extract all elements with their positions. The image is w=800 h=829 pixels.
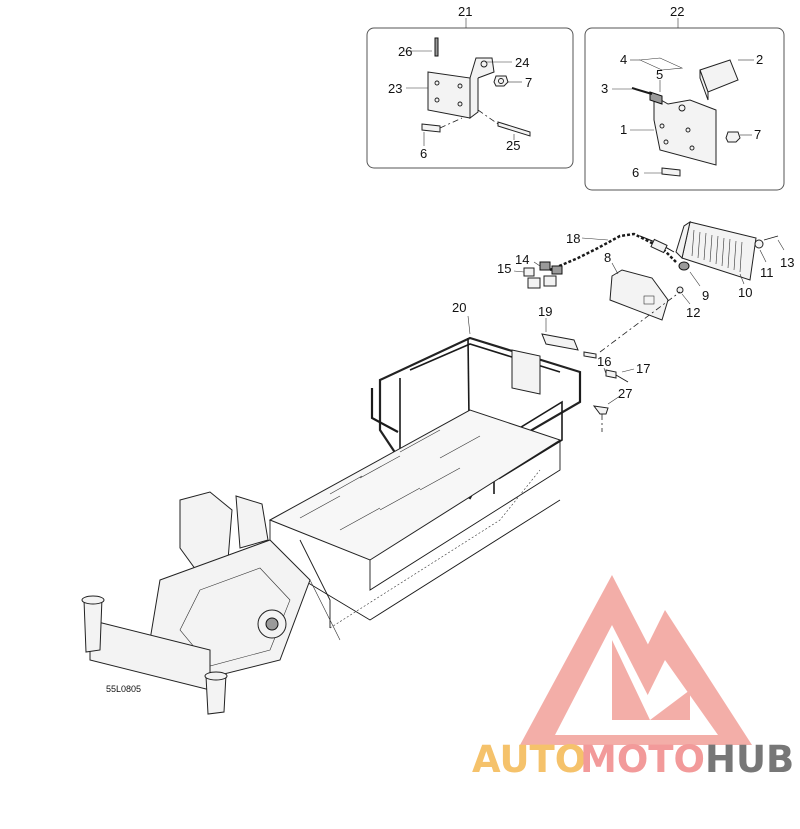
callout-27[interactable]: 27 bbox=[618, 386, 632, 401]
callout-23[interactable]: 23 bbox=[388, 81, 402, 96]
automotohub-logo bbox=[520, 575, 752, 745]
frame-and-cargo-rack bbox=[81, 336, 582, 715]
mount-hardware bbox=[541, 333, 629, 432]
callout-6-box22[interactable]: 6 bbox=[632, 165, 639, 180]
callout-3[interactable]: 3 bbox=[601, 81, 608, 96]
callout-2[interactable]: 2 bbox=[756, 52, 763, 67]
callout-13[interactable]: 13 bbox=[780, 255, 794, 270]
callout-26[interactable]: 26 bbox=[398, 44, 412, 59]
callout-14[interactable]: 14 bbox=[515, 252, 529, 267]
callout-8[interactable]: 8 bbox=[604, 250, 611, 265]
callout-1[interactable]: 1 bbox=[620, 122, 627, 137]
diagram-code: 55L0805 bbox=[106, 684, 141, 694]
callout-11[interactable]: 11 bbox=[760, 265, 774, 280]
tail-light-assembly bbox=[523, 220, 779, 353]
callout-7-box22[interactable]: 7 bbox=[754, 127, 761, 142]
bracket-assembly-21 bbox=[421, 37, 531, 137]
callout-21[interactable]: 21 bbox=[458, 4, 472, 19]
callout-20[interactable]: 20 bbox=[452, 300, 466, 315]
watermark-hub: HUB bbox=[705, 738, 794, 781]
callout-24[interactable]: 24 bbox=[515, 55, 529, 70]
callout-18[interactable]: 18 bbox=[566, 231, 580, 246]
watermark-auto: AUTO bbox=[472, 738, 586, 781]
callout-7-box21[interactable]: 7 bbox=[525, 75, 532, 90]
callout-17[interactable]: 17 bbox=[636, 361, 650, 376]
callout-15[interactable]: 15 bbox=[497, 261, 511, 276]
callout-6-box21[interactable]: 6 bbox=[420, 146, 427, 161]
callout-12[interactable]: 12 bbox=[686, 305, 700, 320]
watermark-moto: MOTO bbox=[580, 738, 705, 781]
callout-9[interactable]: 9 bbox=[702, 288, 709, 303]
bracket-assembly-22 bbox=[631, 57, 741, 177]
assembly-box-22 bbox=[584, 27, 785, 191]
callout-5[interactable]: 5 bbox=[656, 67, 663, 82]
callout-22[interactable]: 22 bbox=[670, 4, 684, 19]
callout-4[interactable]: 4 bbox=[620, 52, 627, 67]
callout-10[interactable]: 10 bbox=[738, 285, 752, 300]
assembly-box-21 bbox=[366, 27, 574, 169]
callout-16[interactable]: 16 bbox=[597, 354, 611, 369]
callout-19[interactable]: 19 bbox=[538, 304, 552, 319]
callout-25[interactable]: 25 bbox=[506, 138, 520, 153]
